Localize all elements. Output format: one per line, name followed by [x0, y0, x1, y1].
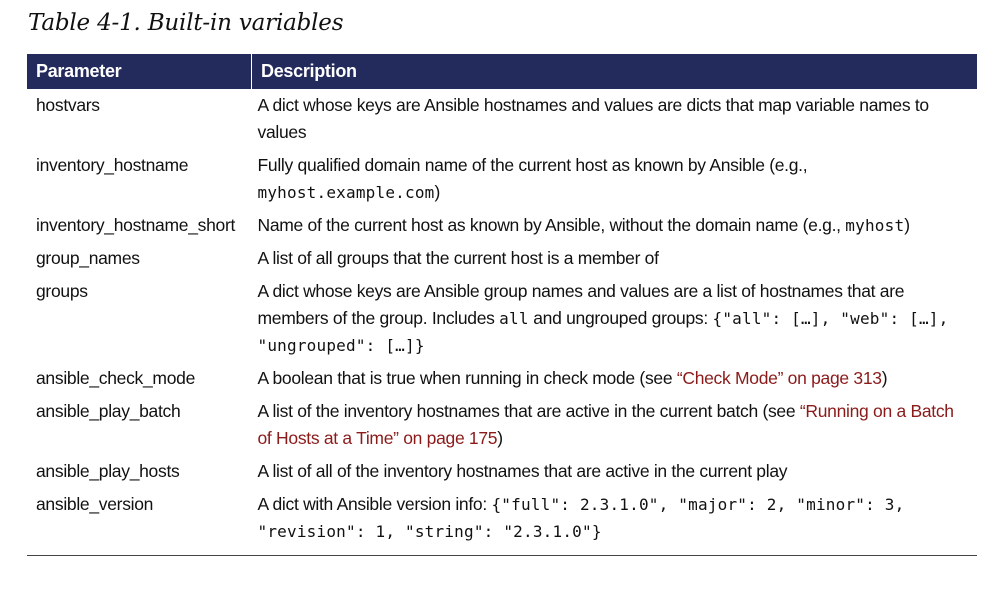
description-text: and ungrouped groups: [528, 308, 713, 328]
description-cell: Fully qualified domain name of the curre… [252, 149, 978, 209]
description-text: A dict with Ansible version info: [257, 494, 492, 514]
cross-reference-link[interactable]: “Running on a Batch of Hosts at a Time” … [257, 401, 955, 448]
table-row: ansible_check_mode A boolean that is true… [27, 362, 977, 395]
description-text: A boolean that is true when running in c… [257, 368, 677, 388]
parameter-cell: ansible_play_hosts [36, 461, 180, 481]
inline-code: all [499, 309, 529, 328]
description-cell: A boolean that is true when running in c… [252, 362, 978, 395]
table-body: hostvars A dict whose keys are Ansible ho… [27, 89, 977, 556]
table-row: inventory_hostname_short Name of the curr… [27, 209, 977, 242]
table-caption: Table 4-1. Built-in variables [28, 10, 344, 36]
description-text: ) [881, 368, 888, 388]
parameter-column-header: Parameter [27, 54, 252, 89]
table-row: ansible_play_hosts A list of all of the i… [27, 455, 977, 488]
table-row: inventory_hostname Fully qualified domain… [27, 149, 977, 209]
description-cell: A dict whose keys are Ansible hostnames … [252, 89, 978, 149]
description-cell: A list of all of the inventory hostnames… [252, 455, 978, 488]
parameter-cell: groups [36, 281, 88, 301]
table-row: ansible_version A dict with Ansible versi… [27, 488, 977, 556]
description-column-header: Description [251, 54, 977, 89]
built-in-variables-table: Parameter Description hostvars A dict who… [27, 54, 977, 556]
description-text: ) [434, 182, 441, 202]
parameter-cell: inventory_hostname_short [36, 215, 236, 235]
description-text: ) [904, 215, 910, 235]
table-row: group_names A list of all groups that the… [27, 242, 977, 275]
parameter-cell: hostvars [36, 95, 100, 115]
table-row: hostvars A dict whose keys are Ansible ho… [27, 89, 977, 149]
table-header-row: Parameter Description [27, 54, 977, 89]
cross-reference-link[interactable]: “Check Mode” on page 313 [676, 368, 882, 388]
description-text: A dict whose keys are Ansible hostnames … [257, 95, 930, 142]
inline-code: myhost [845, 216, 905, 235]
inline-code: {"full": 2.3.1.0", "major": 2, "minor": … [257, 495, 905, 541]
description-cell: A list of all groups that the current ho… [252, 242, 978, 275]
description-cell: A dict whose keys are Ansible group name… [252, 275, 978, 362]
description-text: A list of all of the inventory hostnames… [257, 461, 788, 481]
description-text: A list of all groups that the current ho… [257, 248, 659, 268]
description-text: ) [497, 428, 503, 448]
description-cell: A dict with Ansible version info: {"full… [252, 488, 978, 556]
description-text: Name of the current host as known by Ans… [257, 215, 846, 235]
parameter-cell: ansible_check_mode [36, 368, 196, 388]
description-cell: Name of the current host as known by Ans… [252, 209, 978, 242]
parameter-cell: inventory_hostname [36, 155, 189, 175]
description-text: Fully qualified domain name of the curre… [257, 155, 808, 175]
parameter-cell: ansible_play_batch [36, 401, 181, 421]
parameter-cell: group_names [36, 248, 140, 268]
description-cell: A list of the inventory hostnames that a… [252, 395, 978, 455]
parameter-cell: ansible_version [36, 494, 154, 514]
inline-code: {"all": […], "web": […], "ungrouped": […… [257, 309, 949, 355]
inline-code: myhost.example.com [257, 183, 435, 202]
table-row: ansible_play_batch A list of the inventor… [27, 395, 977, 455]
table-row: groups A dict whose keys are Ansible grou… [27, 275, 977, 362]
description-text: A dict whose keys are Ansible group name… [257, 281, 905, 328]
description-text: A list of the inventory hostnames that a… [257, 401, 800, 421]
